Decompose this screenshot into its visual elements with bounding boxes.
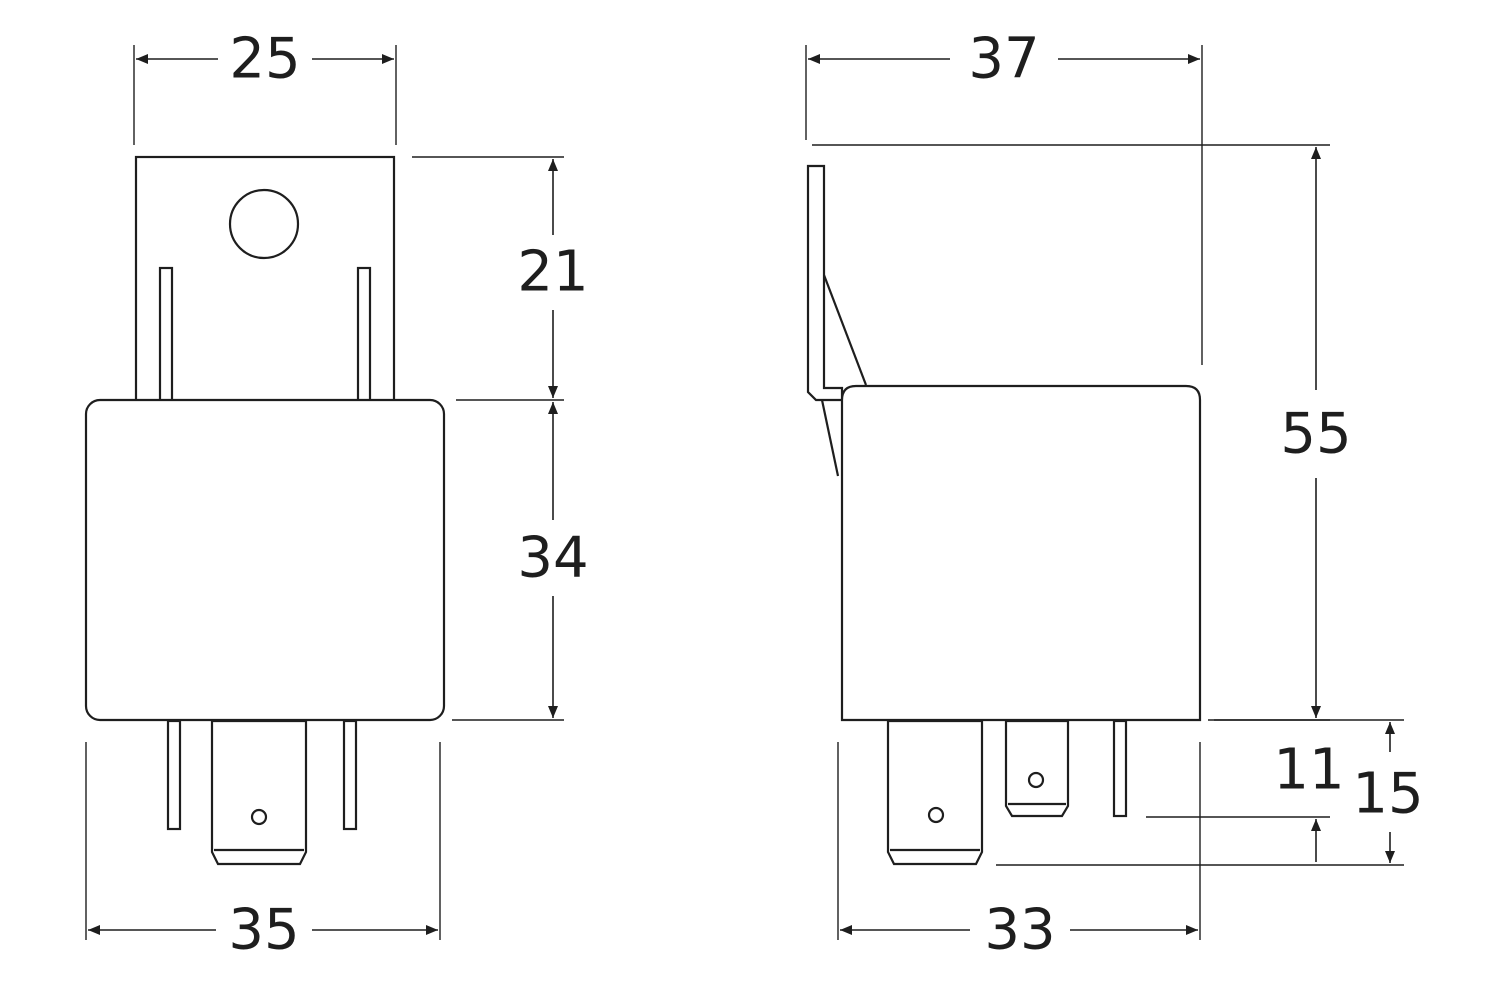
front-terminal-right	[342, 719, 358, 831]
side-terminal-hole	[927, 806, 945, 824]
front-upper-pin-left	[158, 266, 174, 404]
side-mounting-bracket	[806, 164, 844, 402]
front-mounting-bracket	[134, 155, 396, 404]
side-relay-body	[840, 384, 1202, 722]
dim-label-front-body-height: 34	[517, 526, 588, 591]
front-terminal-left	[166, 719, 182, 831]
dim-label-side-long-pin: 15	[1352, 762, 1423, 827]
dim-label-side-short-pin: 11	[1273, 738, 1344, 803]
dim-label-front-bottom-width: 35	[228, 898, 299, 963]
front-upper-pin-right	[356, 266, 372, 404]
side-terminal-short	[1004, 719, 1070, 818]
dim-label-side-top-width: 37	[968, 27, 1039, 92]
dim-label-front-bracket-height: 21	[517, 240, 588, 305]
front-relay-body	[84, 398, 446, 722]
dim-label-side-bottom-width: 33	[984, 898, 1055, 963]
side-view: 37 55 11 15 33	[805, 27, 1424, 963]
side-terminal-wide	[886, 719, 984, 866]
dim-label-side-total-height: 55	[1280, 402, 1351, 467]
side-terminal-thin	[1112, 719, 1128, 818]
front-mounting-hole	[228, 188, 300, 260]
side-bracket-brace	[822, 274, 868, 386]
front-view: 25 21 34 35	[84, 27, 589, 963]
front-terminal-center	[210, 719, 308, 866]
side-terminal-short-hole	[1027, 771, 1045, 789]
front-terminal-hole	[250, 808, 268, 826]
dim-label-front-top-width: 25	[229, 27, 300, 92]
side-bracket-brace-lower	[820, 399, 840, 477]
